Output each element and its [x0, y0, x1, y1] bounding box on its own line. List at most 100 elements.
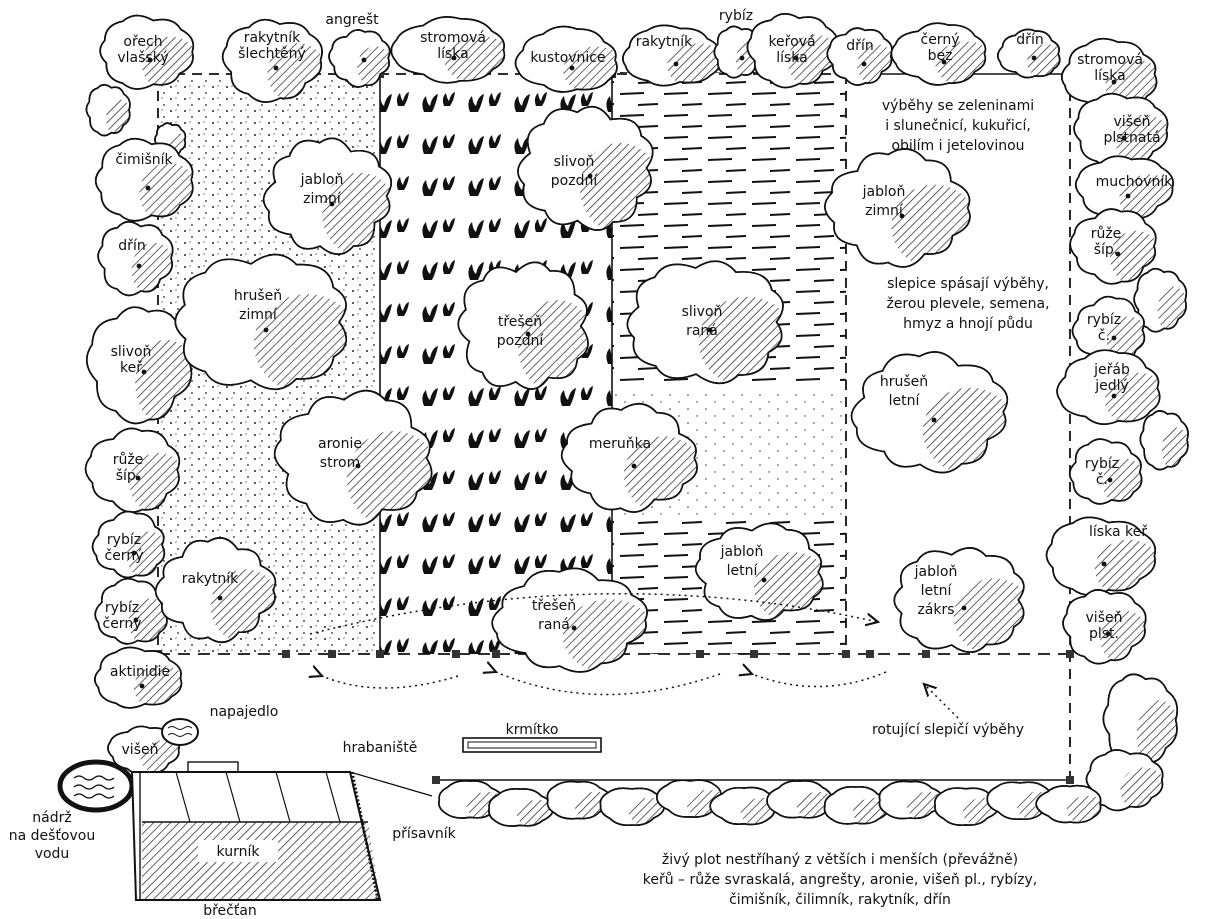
plant-point — [1111, 393, 1117, 399]
note-krmitko: krmítko — [506, 722, 559, 738]
tree-jablon-letni-zakrs-label: letní — [921, 583, 953, 599]
plant-point — [273, 65, 279, 71]
hedge-cimisnik-left-label: čimišník — [115, 152, 173, 168]
hedge-liska-ker: líska keř — [1045, 516, 1156, 596]
napajedlo-bowl — [161, 718, 199, 746]
hedge-drin-top2: dřín — [997, 28, 1061, 79]
plant-point — [329, 201, 335, 207]
plant-point — [136, 263, 142, 269]
tree-hrusen-letni-label: hrušeň — [880, 374, 928, 390]
plant-point — [145, 185, 151, 191]
hedge-rybiz-c-1-label: č. — [1098, 328, 1110, 344]
note-vybehy: výběhy se zeleninami — [882, 98, 1034, 114]
note-zivy-plot: keřů – růže svraskalá, angrešty, aronie,… — [643, 872, 1037, 888]
hedge-visen-plst-label: plst. — [1089, 626, 1119, 642]
plant-point — [135, 475, 141, 481]
tree-jablon-letni-zakrs-label: jabloň — [914, 564, 958, 580]
hedge-stromova-liska-top-label: stromová — [420, 30, 486, 46]
tree-hrusen-zimni-label: hrušeň — [234, 288, 282, 304]
tree-jablon-letni-zakrs: jabloň letní zákrs — [893, 547, 1025, 653]
plant-point — [739, 55, 745, 61]
hedge-stromova-liska-right-label: líska — [1094, 68, 1126, 84]
tree-merunka: meruňka — [560, 403, 698, 513]
arrow-rotation-1 — [322, 676, 459, 689]
lower-hedge-bush — [823, 785, 891, 825]
hedge-aktinidie: aktinidie — [94, 646, 183, 709]
plant-point — [131, 550, 137, 556]
plant-point — [941, 59, 947, 65]
plant-point — [1121, 135, 1127, 141]
plant-point — [899, 213, 905, 219]
tree-tresen-rana-label: třešeň — [532, 598, 576, 614]
hedge-jerab-label: jedlý — [1094, 378, 1129, 394]
plant-point — [1105, 631, 1111, 637]
tree-jablon-zimni-1-label: zimní — [303, 191, 342, 207]
note-napajedlo: napajedlo — [210, 704, 279, 720]
plant-point — [931, 417, 937, 423]
hedge-visen-bottom: višeň — [107, 725, 181, 776]
plant-point — [217, 595, 223, 601]
hedge-rybiz-c-2-label: rybíz — [1085, 456, 1119, 472]
lower-hedge — [438, 779, 1102, 827]
tree-aronie-label: aronie — [318, 436, 362, 452]
note-slepice: žerou plevele, semena, — [886, 296, 1049, 312]
plant-point — [761, 577, 767, 583]
hedge-rybiz-top-label: rybíz — [719, 8, 753, 24]
hedge-rybiz-c-1-label: rybíz — [1087, 312, 1121, 328]
arrow-rotation-2 — [496, 672, 721, 696]
rain-tank — [57, 759, 135, 813]
arrow-rotation-label — [924, 684, 959, 719]
tree-slivon-rana-label: slivoň — [682, 304, 723, 320]
tree-jablon-letni-label: letní — [727, 563, 759, 579]
hedge-slivon-ker-label: keř — [120, 360, 142, 376]
plant-point — [263, 327, 269, 333]
tree-jablon-letni-label: jabloň — [720, 544, 764, 560]
tree-tresen-pozdni-label: pozdní — [497, 333, 545, 349]
plant-point — [525, 331, 531, 337]
note-slepice: slepice spásají výběhy, — [887, 276, 1049, 292]
hedge-visen-plstnata-label: plstnatá — [1103, 130, 1160, 146]
hedge-filler-bush — [1102, 673, 1179, 768]
hedge-orech-label: vlašský — [117, 50, 168, 66]
hedge-jerab-label: jeřáb — [1093, 362, 1130, 378]
hedge-visen-plst-label: višeň — [1086, 610, 1123, 626]
hedge-rybiz-cerny-1-label: černý — [105, 548, 144, 564]
hedge-rybiz-cerny-2-label: rybíz — [105, 600, 139, 616]
hedge-drin-top2-label: dřín — [1016, 32, 1043, 48]
tree-jablon-zimni-2-label: zimní — [865, 203, 904, 219]
tree-tresen-rana-label: raná — [538, 617, 570, 633]
tree-rakytnik-inner-label: rakytník — [182, 571, 239, 587]
hedge-stromova-liska-top-label: líska — [437, 46, 469, 62]
tree-slivon-pozdni-label: slivoň — [554, 154, 595, 170]
hedge-rakytnik-s-label: rakytník — [244, 30, 301, 46]
plant-point — [1111, 335, 1117, 341]
krmitko-feeder — [462, 737, 602, 753]
plant-point — [1101, 561, 1107, 567]
hedge-visen-bottom-label: višeň — [122, 742, 159, 758]
note-nadrz: nádrž — [32, 810, 71, 826]
note-slepice: hmyz a hnojí půdu — [903, 316, 1033, 332]
note-zivy-plot: živý plot nestříhaný z větších i menších… — [662, 852, 1018, 868]
hedge-liska-ker-label: líska keř — [1089, 524, 1147, 540]
plant-point — [571, 625, 577, 631]
hedge-ruze-right-label: růže — [1091, 226, 1122, 242]
plant-point — [707, 327, 713, 333]
hedge-angrest-label: angrešt — [325, 12, 379, 28]
note-hrabaniste: hrabaniště — [343, 740, 418, 756]
plant-point — [861, 61, 867, 67]
plant-point — [133, 617, 139, 623]
arrow-rotation-3 — [752, 672, 887, 688]
plant-point — [1107, 477, 1113, 483]
hedge-muchovnik-label: muchovník — [1096, 174, 1174, 190]
tree-slivon-rana-label: raná — [686, 323, 718, 339]
hedge-filler-bush — [85, 84, 131, 137]
hedge-kerova-liska-label: líska — [776, 50, 808, 66]
tree-hrusen-zimni-label: zimní — [239, 307, 278, 323]
tree-jablon-letni-zakrs-label: zákrs — [917, 602, 954, 618]
tree-jablon-zimni-1-label: jabloň — [300, 172, 344, 188]
